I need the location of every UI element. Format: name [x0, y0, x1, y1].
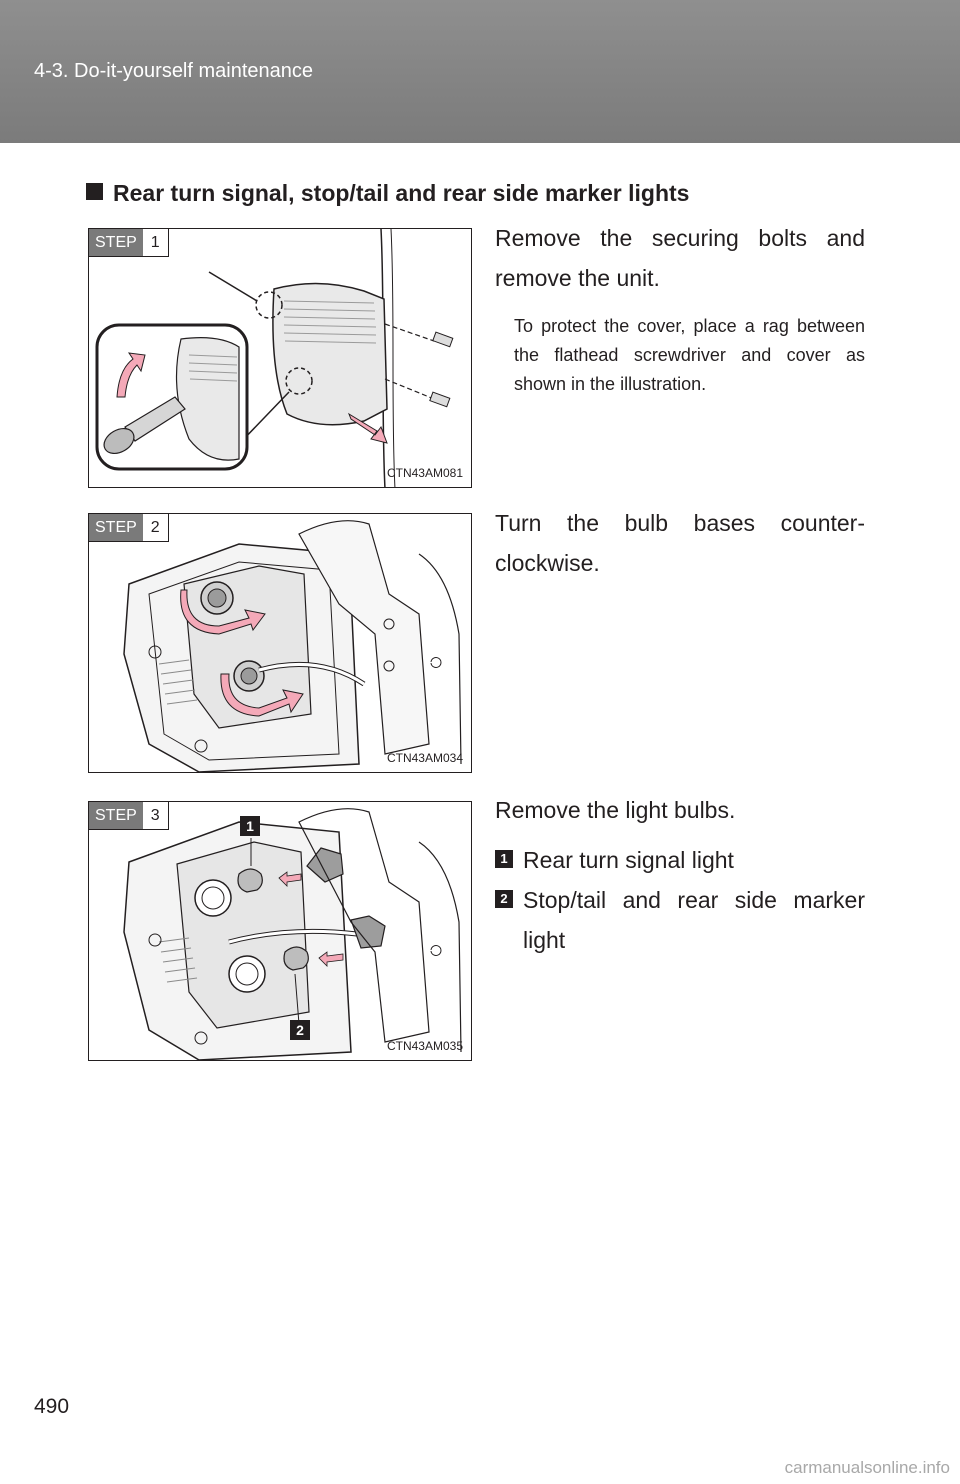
page-header: 4-3. Do-it-yourself maintenance — [0, 0, 960, 143]
step-1-badge-label: STEP — [89, 229, 143, 256]
callout-2: 2 — [290, 1020, 310, 1040]
list-marker-1: 1 — [495, 850, 513, 868]
step-3-text: Remove the light bulbs. 1 Rear turn sign… — [495, 790, 865, 960]
list-marker-2: 2 — [495, 890, 513, 908]
step-1-text: Remove the securing bolts and remove the… — [495, 218, 865, 399]
step-3-figure-code: CTN43AM035 — [386, 1039, 463, 1053]
list-item: 2 Stop/tail and rear side marker light — [495, 880, 865, 960]
list-item: 1 Rear turn signal light — [495, 840, 865, 880]
step-1-badge: STEP 1 — [89, 229, 169, 257]
header-title: 4-3. Do-it-yourself maintenance — [34, 60, 314, 82]
step-2-figure: STEP 2 CTN43AM034 — [88, 513, 472, 773]
step-3-instruction: Remove the light bulbs. — [495, 797, 736, 823]
section-title-text: Rear turn signal, stop/tail and rear sid… — [113, 180, 690, 206]
step-1-figure: STEP 1 CTN43AM081 — [88, 228, 472, 488]
step-2-badge-label: STEP — [89, 514, 143, 541]
step-3-badge: STEP 3 — [89, 802, 169, 830]
step-3-badge-label: STEP — [89, 802, 143, 829]
step-2-badge: STEP 2 — [89, 514, 169, 542]
step-2-text: Turn the bulb bases counter-clockwise. — [495, 503, 865, 583]
bulb-base-turn-illustration — [123, 520, 462, 772]
step-1-instruction: Remove the securing bolts and remove the… — [495, 225, 865, 291]
taillight-removal-illustration — [95, 229, 454, 487]
bulb-removal-illustration — [123, 808, 462, 1060]
section-bullet-icon — [86, 183, 103, 200]
step-3-badge-number: 3 — [142, 802, 168, 829]
step-1-badge-number: 1 — [142, 229, 168, 256]
callout-1: 1 — [240, 816, 260, 836]
list-item-2-text: Stop/tail and rear side marker light — [523, 887, 865, 953]
step-1-figure-code: CTN43AM081 — [386, 466, 463, 480]
step-2-instruction: Turn the bulb bases counter-clockwise. — [495, 510, 865, 576]
list-item-1-text: Rear turn signal light — [523, 847, 734, 873]
page-number: 490 — [34, 1395, 70, 1418]
step-2-figure-code: CTN43AM034 — [386, 751, 463, 765]
section-title: Rear turn signal, stop/tail and rear sid… — [86, 180, 689, 207]
watermark: carmanualsonline.info — [784, 1458, 950, 1477]
step-3-figure: STEP 3 1 2 CTN43AM035 — [88, 801, 472, 1061]
step-1-note: To protect the cover, place a rag betwee… — [514, 316, 865, 394]
step-2-badge-number: 2 — [142, 514, 168, 541]
